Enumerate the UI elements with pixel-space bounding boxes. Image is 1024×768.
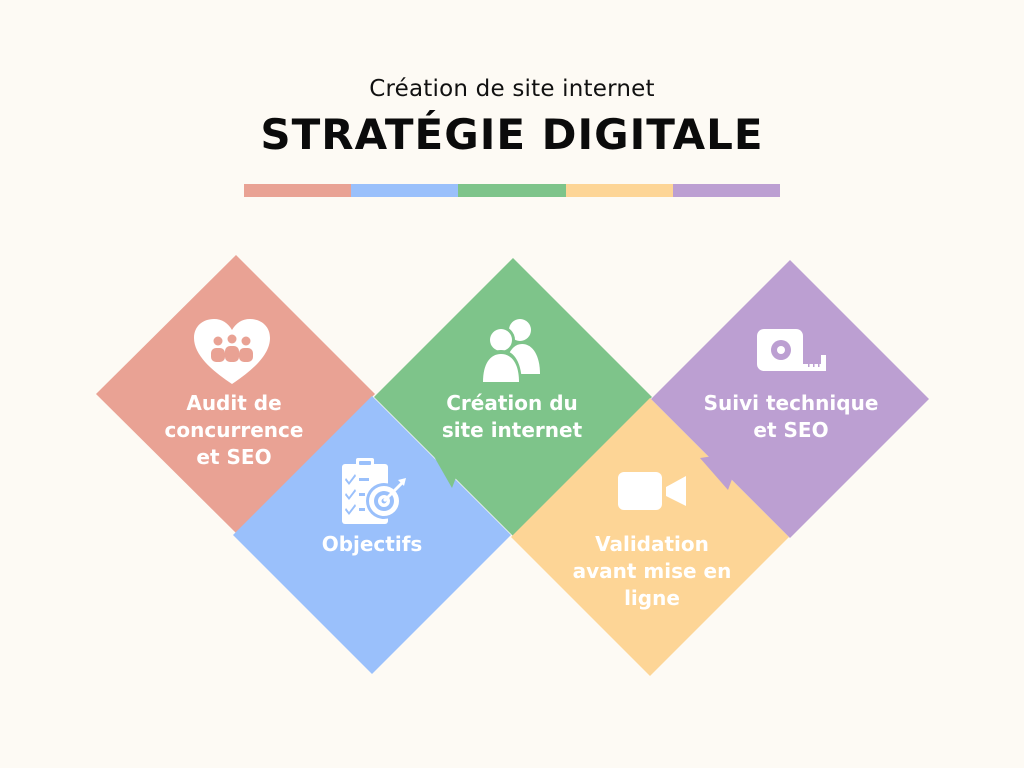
subtitle: Création de site internet [369,76,655,102]
color-bar [244,184,781,197]
step-5-shape [651,260,929,538]
page-title: STRATÉGIE DIGITALE [260,110,764,159]
step-3-label: Création du site internet [441,391,583,442]
heart-people-icon [194,319,270,384]
color-bar-segment-1 [244,184,352,197]
color-bar-segment-3 [458,184,566,197]
step-2-label: Objectifs [321,532,423,556]
tape-measure-icon [757,329,826,371]
checklist-target-icon [342,458,406,524]
video-camera-icon [618,472,686,510]
step-1-label: Audit de concurrence et SEO [164,391,304,469]
users-icon [480,319,540,386]
step-5-label: Suivi technique et SEO [703,391,879,442]
step-4-pointer [586,462,620,490]
color-bar-segment-5 [672,184,781,197]
color-bar-segment-4 [565,184,673,197]
step-4-label: Validation avant mise en ligne [572,532,732,610]
color-bar-segment-2 [351,184,459,197]
